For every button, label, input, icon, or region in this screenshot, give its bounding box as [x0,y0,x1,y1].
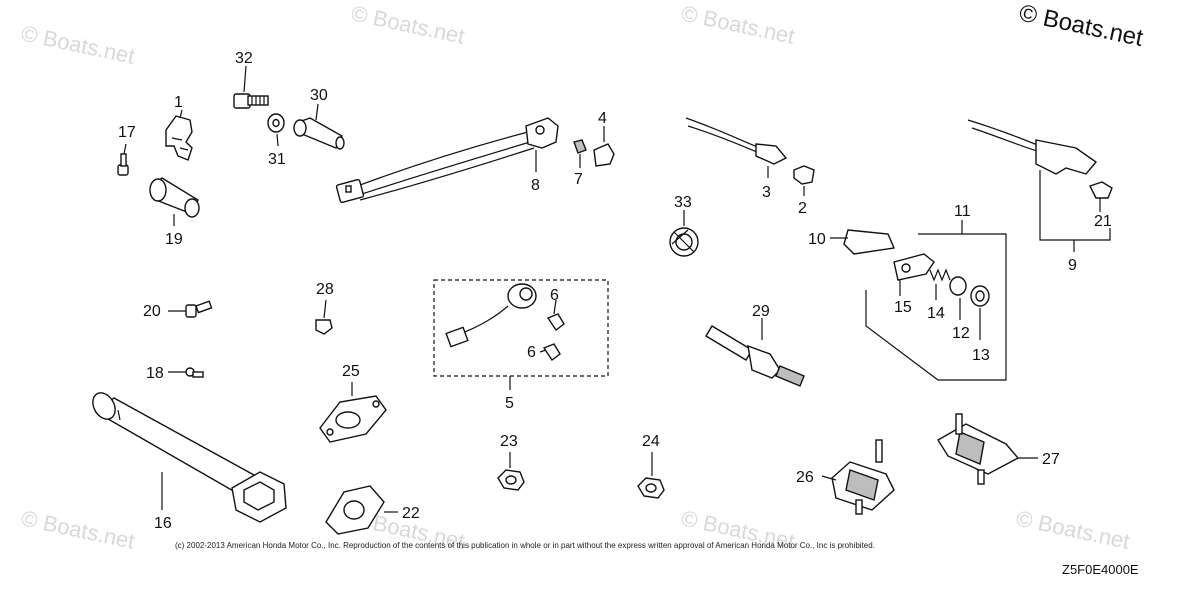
part-24-nut[interactable] [637,452,665,499]
callout-20: 20 [143,303,161,320]
callout-12: 12 [952,325,970,342]
callout-6-b: 6 [527,344,536,361]
callout-3: 3 [762,184,771,201]
callout-33: 33 [674,194,692,211]
part-5-sensor[interactable] [445,283,537,348]
part-7-cap[interactable] [573,139,587,168]
callout-8: 8 [531,177,540,194]
part-29-spark-plug[interactable] [705,318,805,387]
callout-21: 21 [1094,213,1112,230]
callout-11: 11 [954,203,971,220]
group-11-frame [865,220,1007,381]
watermark-text: © Boats.net [19,20,137,68]
part-10-switch[interactable] [830,229,896,255]
callout-25: 25 [342,363,360,380]
part-26-mount[interactable] [821,439,895,515]
group-5-frame [433,279,609,390]
watermark-text: © Boats.net [19,505,137,553]
diagram-code: Z5F0E4000E [1062,562,1139,577]
part-18-screw[interactable] [168,367,204,378]
part-3-connector[interactable] [685,117,788,178]
callout-19: 19 [165,231,183,248]
part-22-gasket[interactable] [325,485,398,535]
callout-14: 14 [927,305,945,322]
part-25-gasket[interactable] [319,382,387,443]
part-27-mount[interactable] [937,413,1038,485]
callout-24: 24 [642,433,660,450]
callout-26: 26 [796,469,814,486]
part-8-harness[interactable] [335,117,559,204]
part-15-plate[interactable] [893,253,935,296]
part-17-bolt[interactable] [117,143,129,176]
callout-17: 17 [118,124,136,141]
callout-9: 9 [1068,257,1077,274]
part-14-spring[interactable] [929,268,951,300]
callout-16: 16 [154,515,172,532]
part-19-grommet[interactable] [149,177,200,226]
part-13-washer[interactable] [970,285,990,340]
callout-22: 22 [402,505,420,522]
part-6-clip[interactable] [539,299,565,362]
watermark-text: © Boats.net [1014,505,1132,553]
part-2-clip[interactable] [793,165,815,196]
callout-30: 30 [310,87,328,104]
callout-7: 7 [574,171,583,188]
callout-32: 32 [235,50,253,67]
callout-28: 28 [316,281,334,298]
copyright-notice: (c) 2002-2013 American Honda Motor Co., … [175,541,875,550]
callout-13: 13 [972,347,990,364]
part-33-bushing[interactable] [669,210,699,257]
callout-4: 4 [598,110,607,127]
callout-27: 27 [1042,451,1060,468]
part-30-fitting[interactable] [293,103,345,150]
part-12-collar[interactable] [949,276,967,320]
watermark-text: © Boats.net [679,0,797,48]
part-16-wrench[interactable] [88,389,287,523]
part-31-washer[interactable] [267,113,285,147]
callout-1: 1 [174,94,183,111]
callout-2: 2 [798,200,807,217]
part-1-bracket[interactable] [165,109,193,161]
watermarks: © Boats.net © Boats.net © Boats.net © Bo… [19,0,1146,554]
part-23-nut[interactable] [497,452,525,491]
callout-5: 5 [505,395,514,412]
part-4-cap[interactable] [593,126,615,167]
part-9-harness[interactable] [967,119,1111,252]
part-28-fastener[interactable] [315,299,333,335]
callout-18: 18 [146,365,164,382]
callout-15: 15 [894,299,912,316]
callout-10: 10 [808,231,826,248]
part-21-clip[interactable] [1089,181,1113,212]
part-20-bolt[interactable] [168,300,213,318]
part-32-bolt[interactable] [233,65,269,109]
callout-6-a: 6 [550,287,559,304]
brand-watermark: © Boats.net [1017,0,1146,52]
callout-29: 29 [752,303,770,320]
callout-31: 31 [268,151,286,168]
watermark-text: © Boats.net [349,0,467,48]
callout-23: 23 [500,433,518,450]
